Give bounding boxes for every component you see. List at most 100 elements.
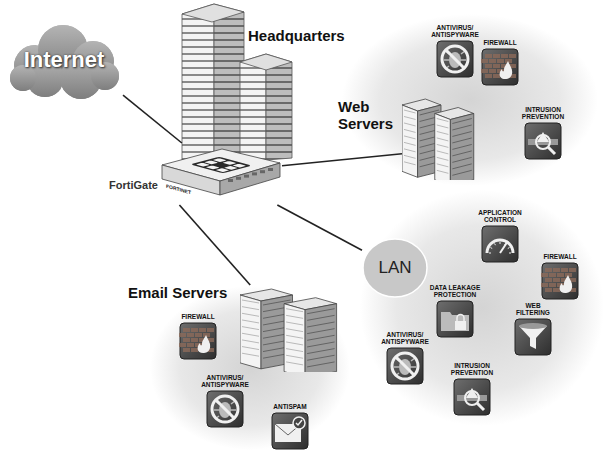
illustration-part [191, 348, 198, 352]
illustration-part [489, 69, 496, 73]
illustration-part [452, 164, 471, 169]
illustration-part [452, 170, 471, 175]
node-text: ANTIVIRUS/ ANTISPYWARE [197, 374, 253, 388]
illustration-part [515, 319, 551, 355]
illustration-part [437, 164, 449, 167]
illustration-part [360, 190, 604, 426]
illustration-part [404, 162, 416, 165]
illustration-part [500, 61, 513, 79]
illustration-part [204, 161, 218, 165]
illustration-part [442, 46, 468, 72]
illustration-part [260, 170, 265, 173]
node-text: Internet [24, 47, 105, 73]
illustration-part [437, 138, 449, 141]
illustration-part [307, 329, 335, 334]
illustration-part [441, 312, 469, 331]
illustration-part [404, 116, 416, 119]
illustration-part [493, 74, 500, 78]
illustration-part [190, 157, 251, 174]
illustration-part [392, 353, 418, 379]
icon-graphic [386, 347, 424, 385]
illustration-part [446, 50, 464, 68]
illustration-part [396, 357, 414, 375]
icon-graphic [524, 122, 562, 160]
device-graphic [160, 143, 282, 205]
illustration-part [240, 54, 266, 164]
illustration-part [307, 322, 335, 327]
illustration-part [404, 110, 416, 113]
illustration-part [216, 400, 234, 418]
node-text: ANTISPAM [265, 403, 315, 410]
illustration-part [242, 333, 259, 336]
servers-graphic [402, 95, 480, 180]
illustration-part [191, 338, 198, 342]
illustration-part [450, 114, 473, 181]
building-label: Headquarters [248, 28, 345, 45]
illustration-part [222, 161, 236, 165]
illustration-part [242, 327, 259, 330]
security-icon: WEB FILTERING [511, 302, 555, 356]
illustration-part [501, 54, 508, 58]
illustration-part [191, 328, 198, 332]
illustration-part [236, 177, 241, 180]
illustration-part [363, 239, 427, 297]
illustration-part [437, 170, 449, 173]
illustration-part [525, 123, 561, 159]
illustration-part [465, 391, 479, 405]
illustration-part [519, 323, 547, 329]
illustration-part [212, 396, 238, 422]
node-text: FortiGate [100, 179, 158, 191]
illustration-part [392, 353, 418, 379]
illustration-part [500, 242, 501, 244]
illustration-part [150, 286, 350, 450]
node-text: FIREWALL [535, 253, 585, 260]
illustration-part [481, 54, 516, 79]
security-icon: INTRUSION PREVENTION [515, 106, 571, 160]
illustration-part [404, 149, 416, 152]
illustration-part [441, 312, 469, 331]
illustration-part [487, 240, 513, 253]
illustration-part [198, 335, 211, 353]
icon-graphic [436, 40, 474, 78]
illustration-part [545, 268, 552, 272]
illustration-part [482, 49, 518, 85]
illustration-part [402, 105, 418, 177]
illustration-part [541, 283, 548, 287]
network-link [282, 154, 402, 166]
illustration-part [307, 362, 335, 367]
illustration-part [224, 166, 238, 170]
illustration-part [557, 273, 564, 277]
illustration-part [284, 304, 305, 372]
illustration-part [190, 157, 251, 174]
illustration-part [519, 326, 547, 349]
illustration-part [437, 151, 449, 154]
node-text: ANTIVIRUS/ ANTISPYWARE [377, 331, 433, 345]
illustration-part [437, 125, 449, 128]
illustration-part [220, 163, 280, 195]
illustration-part [477, 403, 484, 410]
illustration-part [404, 129, 416, 132]
illustration-part [305, 304, 337, 372]
illustration-part [242, 340, 259, 343]
node-text: LAN [378, 258, 411, 278]
illustration-part [404, 136, 416, 139]
illustration-part [452, 125, 471, 130]
illustration-part [214, 401, 236, 419]
illustration-part [179, 333, 186, 337]
icon-graphic [514, 318, 552, 356]
illustration-part [437, 131, 449, 134]
illustration-part [509, 54, 516, 58]
illustration-part [387, 348, 423, 384]
illustration-part [207, 391, 243, 427]
security-icon: ANTIVIRUS/ ANTISPYWARE [197, 374, 253, 428]
illustration-part [183, 338, 190, 342]
illustration-part [162, 149, 280, 195]
server-group: Email Servers [240, 285, 345, 372]
illustration-part [553, 288, 560, 292]
node-text: Web Servers [338, 99, 400, 132]
node-text: Email Servers [128, 285, 238, 302]
security-icon: FIREWALL [535, 253, 585, 300]
illustration-part [490, 248, 492, 249]
illustration-part [286, 309, 303, 312]
illustration-part [560, 275, 573, 293]
